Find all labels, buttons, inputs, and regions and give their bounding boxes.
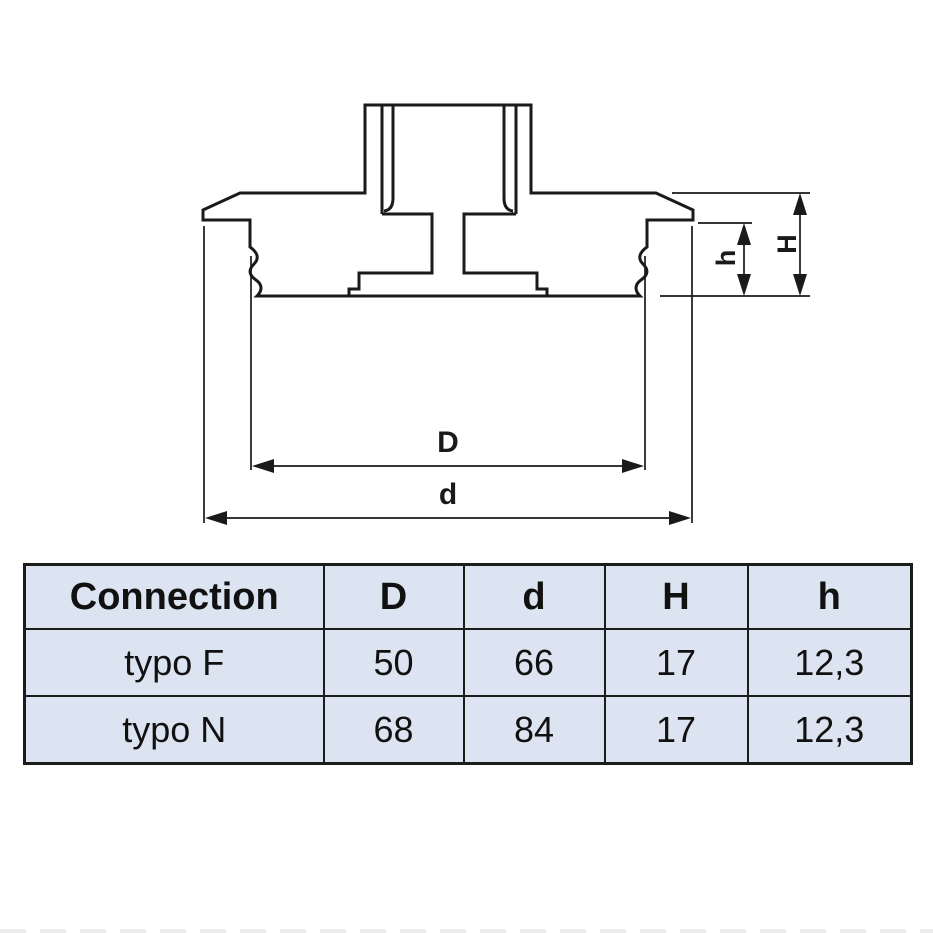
inner-tube-walls xyxy=(380,105,518,214)
part-outline xyxy=(201,103,695,298)
table-cell: 12,3 xyxy=(746,628,913,697)
dimension-label-D: D xyxy=(437,426,459,459)
table-cell: typo F xyxy=(23,628,325,697)
connection-cross-section-diagram: D d H h xyxy=(201,103,810,525)
table-header-cell-d: d xyxy=(462,563,606,630)
table-row: typo N 68 84 17 12,3 xyxy=(23,695,913,765)
dimension-label-d: d xyxy=(439,478,457,511)
dimensions-table: Connection D d H h typo F 50 66 17 12,3 … xyxy=(23,563,913,765)
dimension-d: d xyxy=(203,226,693,525)
table-header-cell-h: h xyxy=(746,563,913,630)
dimension-label-H: H xyxy=(772,234,802,254)
table-cell: 66 xyxy=(462,628,606,697)
dimension-D: D xyxy=(250,256,646,473)
table-cell: typo N xyxy=(23,695,325,765)
table-row: typo F 50 66 17 12,3 xyxy=(23,628,913,697)
table-cell: 84 xyxy=(462,695,606,765)
table-header-cell-connection: Connection xyxy=(23,563,325,630)
table-header-cell-H: H xyxy=(603,563,749,630)
internal-step-profile xyxy=(347,212,549,296)
table-cell: 12,3 xyxy=(746,695,913,765)
bottom-dashed-strip xyxy=(0,929,933,933)
table-cell: 50 xyxy=(322,628,465,697)
table-cell: 68 xyxy=(322,695,465,765)
dimension-h: h xyxy=(698,222,752,296)
dimension-label-h: h xyxy=(711,250,741,267)
table-header-cell-D: D xyxy=(322,563,465,630)
dimension-H: H xyxy=(660,192,810,297)
table-cell: 17 xyxy=(603,628,749,697)
table-header-row: Connection D d H h xyxy=(23,563,913,630)
table-cell: 17 xyxy=(603,695,749,765)
